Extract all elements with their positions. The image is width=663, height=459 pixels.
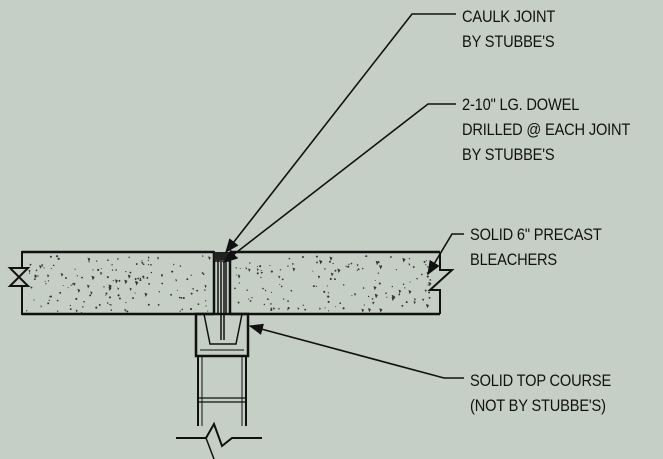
callout-bleachers: SOLID 6" PRECAST BLEACHERS [470, 222, 602, 272]
callout-dowel-line-1: 2-10" LG. DOWEL [462, 95, 580, 114]
solid-top-course [194, 312, 250, 358]
leader-bleachers [427, 233, 464, 276]
callout-dowel: 2-10" LG. DOWEL DRILLED @ EACH JOINT BY … [462, 92, 630, 167]
callout-bleachers-line-2: BLEACHERS [470, 250, 558, 269]
wall-break-line [176, 421, 262, 459]
leader-top-course [248, 323, 464, 379]
left-slab-break-line [7, 252, 31, 314]
caulk-joint [214, 252, 230, 314]
leader-caulk-joint [225, 13, 456, 254]
callout-top-course-line-2: (NOT BY STUBBE'S) [470, 396, 606, 415]
callout-top-course-line-1: SOLID TOP COURSE [470, 371, 612, 390]
right-slab-break-line [427, 252, 455, 314]
callout-caulk-joint: CAULK JOINT BY STUBBE'S [462, 4, 555, 54]
concrete-stipple-pattern [25, 255, 432, 315]
right-precast-slab [228, 250, 440, 316]
dowel [220, 262, 225, 340]
leader-dowel [222, 103, 456, 263]
callout-top-course: SOLID TOP COURSE (NOT BY STUBBE'S) [470, 368, 611, 418]
left-precast-slab [7, 250, 216, 316]
masonry-wall [197, 356, 247, 426]
callout-dowel-line-2: DRILLED @ EACH JOINT [462, 120, 631, 139]
callout-dowel-line-3: BY STUBBE'S [462, 145, 555, 164]
callout-bleachers-line-1: SOLID 6" PRECAST [470, 225, 602, 244]
callout-caulk-joint-line-2: BY STUBBE'S [462, 32, 555, 51]
callout-caulk-joint-line-1: CAULK JOINT [462, 7, 556, 26]
